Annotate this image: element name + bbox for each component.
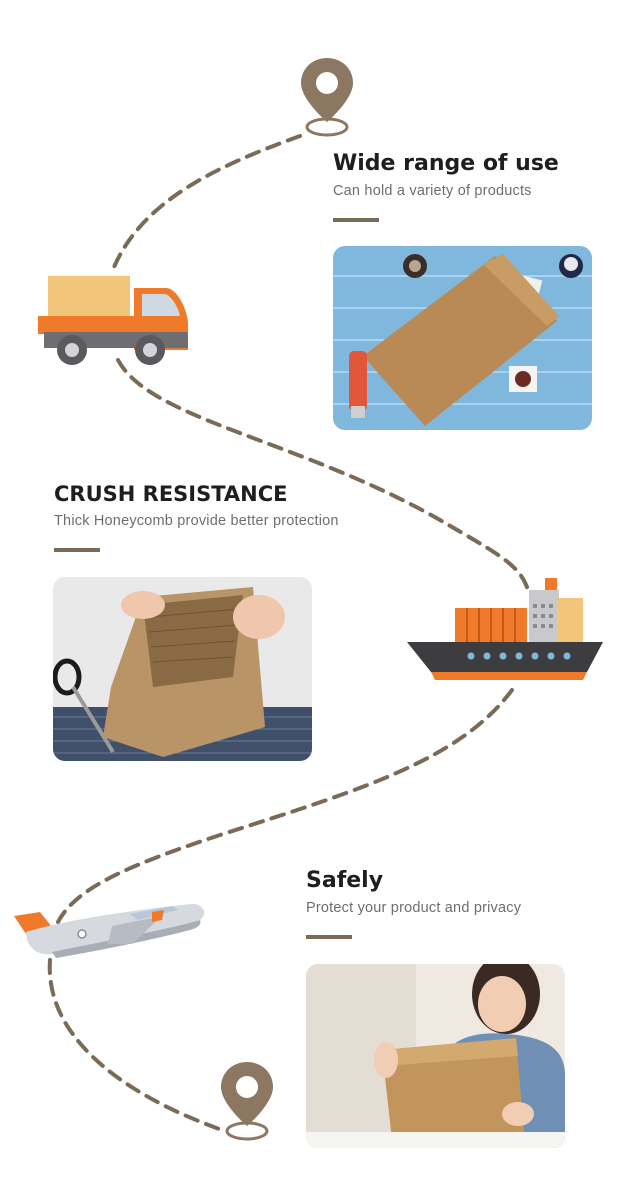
woman-holding-envelope-photo [306, 964, 565, 1148]
accent-bar [333, 218, 379, 222]
section-title-wide-range: Wide range of use [333, 151, 559, 176]
start-location-pin-icon [296, 56, 358, 138]
section-subtitle-crush-resistance: Thick Honeycomb provide better protectio… [54, 513, 339, 529]
cargo-ship-icon [407, 576, 603, 682]
section-title-crush-resistance: CRUSH RESISTANCE [54, 482, 288, 506]
airplane-icon [12, 898, 208, 960]
section-subtitle-safely: Protect your product and privacy [306, 900, 522, 916]
accent-bar [306, 935, 352, 939]
section-title-safely: Safely [306, 868, 384, 893]
accent-bar [54, 548, 100, 552]
truck-icon [38, 276, 190, 368]
honeycomb-envelope-photo [53, 577, 312, 761]
end-location-pin-icon [216, 1060, 278, 1142]
section-subtitle-wide-range: Can hold a variety of products [333, 183, 532, 199]
mailer-on-blue-table-photo [333, 246, 592, 430]
